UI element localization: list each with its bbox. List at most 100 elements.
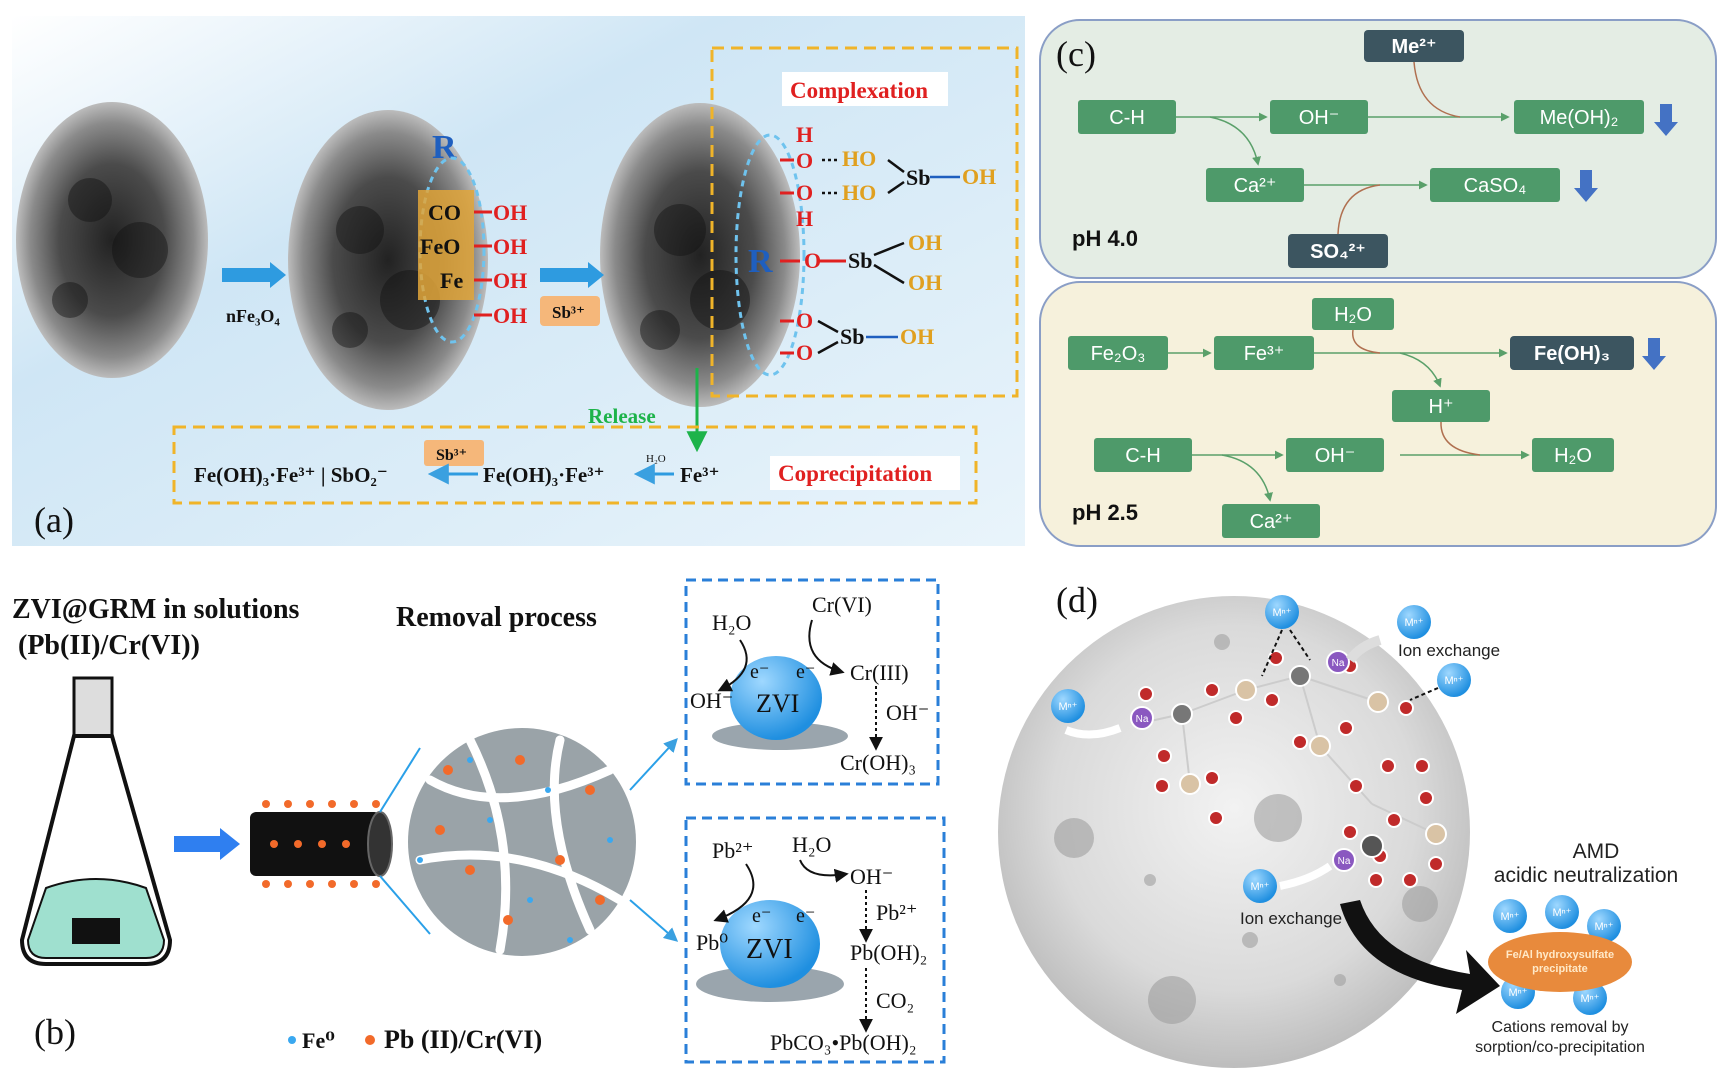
ho-1: HO (842, 146, 876, 171)
mn-text-10: Mⁿ⁺ (1581, 993, 1600, 1005)
group-co: CO (428, 200, 461, 225)
cr-h2o: H₂O (712, 610, 751, 635)
pb-e2: e⁻ (796, 905, 815, 927)
o-4: O (796, 308, 813, 333)
panel-c-label: (c) (1056, 34, 1096, 74)
complexation-box (710, 46, 1019, 398)
flask-icon (19, 676, 173, 966)
cr-oh: OH⁻ (690, 688, 733, 713)
node-ch-top: C-H (1109, 107, 1145, 129)
panel-b-label: (b) (34, 1012, 76, 1052)
down-arrow-caso4-icon (1574, 170, 1598, 202)
panel-b: ZVI@GRM in solutions (Pb(II)/Cr(VI)) Rem… (12, 578, 946, 1064)
cr-oh2: OH⁻ (886, 700, 929, 725)
node-fe3: Fe³⁺ (1244, 343, 1285, 365)
na-atom-3 (1332, 848, 1356, 872)
ph40-panel (1039, 19, 1717, 279)
mn-ion-7 (1545, 895, 1579, 929)
oh-1: OH (493, 200, 527, 225)
precipitate-label-line1: Fe/Al hydroxysulfate (1506, 949, 1614, 961)
node-meoh2: Me(OH)₂ (1540, 107, 1619, 129)
cr-e2: e⁻ (796, 661, 815, 683)
oh-4: OH (493, 303, 527, 328)
na-atom-1 (1130, 706, 1154, 730)
mn-text-7: Mⁿ⁺ (1553, 907, 1572, 919)
mn-text-1: Mⁿ⁺ (1059, 701, 1078, 713)
node-me2: Me²⁺ (1392, 36, 1437, 58)
panel-b-title-line1: ZVI@GRM in solutions (12, 594, 300, 625)
mn-text-9: Mⁿ⁺ (1509, 987, 1528, 999)
precipitate-label-line2: precipitate (1532, 963, 1588, 975)
o-5: O (796, 340, 813, 365)
mn-ion-1 (1051, 689, 1085, 723)
coprecipitation-box (172, 425, 978, 505)
sb3-tag (540, 296, 600, 326)
down-arrows (1574, 104, 1678, 370)
eq-sb3-tag (424, 440, 484, 466)
pb-product: PbCO₃•Pb(OH)₂ (770, 1030, 917, 1055)
oh-sb2b: OH (908, 270, 942, 295)
group-fe: Fe (440, 268, 463, 293)
eq-right: Fe³⁺ (680, 463, 720, 487)
o-2: O (796, 180, 813, 205)
label-nfe3o4: nFe₃O₄ (226, 306, 280, 326)
cr-criii: Cr(III) (850, 660, 909, 685)
pb-pb2: Pb²⁺ (712, 838, 753, 863)
tem-image-2 (288, 110, 488, 410)
node-ch-bottom: C-H (1125, 445, 1161, 467)
node-ca-bottom: Ca²⁺ (1250, 511, 1293, 533)
release-label: Release (588, 404, 656, 428)
zvi-ball-cr (730, 656, 822, 740)
oh-2: OH (493, 234, 527, 259)
h-2: H (796, 206, 813, 231)
removal-label-line1: Cations removal by (1492, 1019, 1629, 1036)
coprecipitation-label-bg (770, 456, 960, 490)
ion-exchange-label-2: Ion exchange (1240, 909, 1342, 928)
node-oh-bottom: OH⁻ (1315, 445, 1356, 467)
eq-h2o: H₂O (646, 453, 666, 465)
panel-a-label: (a) (34, 500, 74, 540)
legend-fe-marker (288, 1036, 296, 1044)
cr-box (684, 578, 940, 786)
panel-d: (d) (998, 580, 1678, 1068)
node-ca-top: Ca²⁺ (1234, 175, 1277, 197)
cr-crvi: Cr(VI) (812, 592, 872, 617)
node-feoh3: Fe(OH)₃ (1534, 343, 1610, 365)
panel-c: (c) Me²⁺ C-H OH⁻ Me(OH)₂ Ca²⁺ CaSO₄ SO₄²… (1039, 19, 1717, 547)
r-ellipse-1 (418, 156, 486, 344)
h-1: H (796, 122, 813, 147)
o-3: O (804, 248, 821, 273)
eq-sb3-text: Sb³⁺ (436, 447, 467, 464)
pb-pb2b: Pb²⁺ (876, 900, 917, 925)
surface-group-box (418, 190, 474, 300)
eq-mid: Fe(OH)₃·Fe³⁺ (483, 463, 605, 487)
node-h2o-top: H₂O (1334, 304, 1372, 326)
ph40-label: pH 4.0 (1072, 226, 1138, 251)
ph25-label: pH 2.5 (1072, 500, 1138, 525)
down-arrow-meoh2-icon (1654, 104, 1678, 136)
down-arrow-feoh3-icon (1642, 338, 1666, 370)
node-caso4: CaSO₄ (1464, 175, 1527, 197)
amd-label-line2: acidic neutralization (1494, 864, 1678, 887)
mn-text-3: Mⁿ⁺ (1405, 617, 1424, 629)
tem-image-3 (600, 103, 800, 407)
mn-ion-2 (1265, 595, 1299, 629)
mn-text-8: Mⁿ⁺ (1595, 921, 1614, 933)
node-h2o-bottom: H₂O (1554, 445, 1592, 467)
mineral-sphere (998, 596, 1470, 1068)
sb3-tag-text: Sb³⁺ (552, 303, 585, 322)
cr-e1: e⁻ (750, 661, 769, 683)
mn-text-2: Mⁿ⁺ (1273, 607, 1292, 619)
ion-exchange-label-1: Ion exchange (1398, 641, 1500, 660)
na-text-3: Na (1338, 856, 1351, 867)
coprecipitation-label: Coprecipitation (778, 461, 932, 486)
oh-sb3: OH (900, 324, 934, 349)
oh-sb1: OH (962, 164, 996, 189)
sb-2: Sb (848, 248, 872, 273)
removal-process-title: Removal process (396, 602, 597, 633)
porous-structure (408, 728, 636, 956)
r-ellipse-2 (734, 133, 806, 377)
panel-b-title-line2: (Pb(II)/Cr(VI)) (18, 630, 200, 661)
legend-fe: Fe⁰ (302, 1028, 335, 1053)
